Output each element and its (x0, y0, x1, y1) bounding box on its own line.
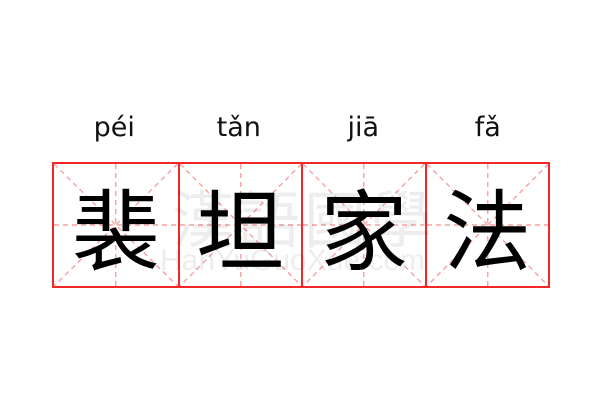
character-cell: 裴 (54, 164, 178, 286)
guide-line (180, 164, 302, 286)
guide-line (54, 164, 178, 286)
character-cell: 法 (424, 164, 549, 286)
guide-line (427, 164, 549, 286)
guide-line (303, 164, 425, 286)
pinyin-4: fǎ (474, 112, 501, 143)
guide-line (54, 164, 178, 286)
guide-line (303, 164, 425, 286)
hanzi-2: 坦 (196, 180, 285, 284)
guide-lines (54, 164, 178, 286)
guide-lines (427, 164, 549, 286)
guide-line (180, 164, 302, 286)
character-grid: 裴 坦 家 法 (52, 162, 550, 288)
hanzi-4: 法 (443, 180, 532, 284)
pinyin-2: tǎn (216, 112, 261, 143)
pinyin-1: péi (93, 112, 135, 143)
pinyin-3: jiā (347, 112, 380, 143)
pinyin-row: péi tǎn jiā fǎ (52, 108, 550, 148)
guide-line (427, 164, 549, 286)
guide-lines (303, 164, 425, 286)
hanzi-3: 家 (319, 180, 408, 284)
guide-lines (180, 164, 302, 286)
hanzi-1: 裴 (71, 180, 160, 284)
character-cell: 家 (301, 164, 425, 286)
character-cell: 坦 (177, 164, 302, 286)
